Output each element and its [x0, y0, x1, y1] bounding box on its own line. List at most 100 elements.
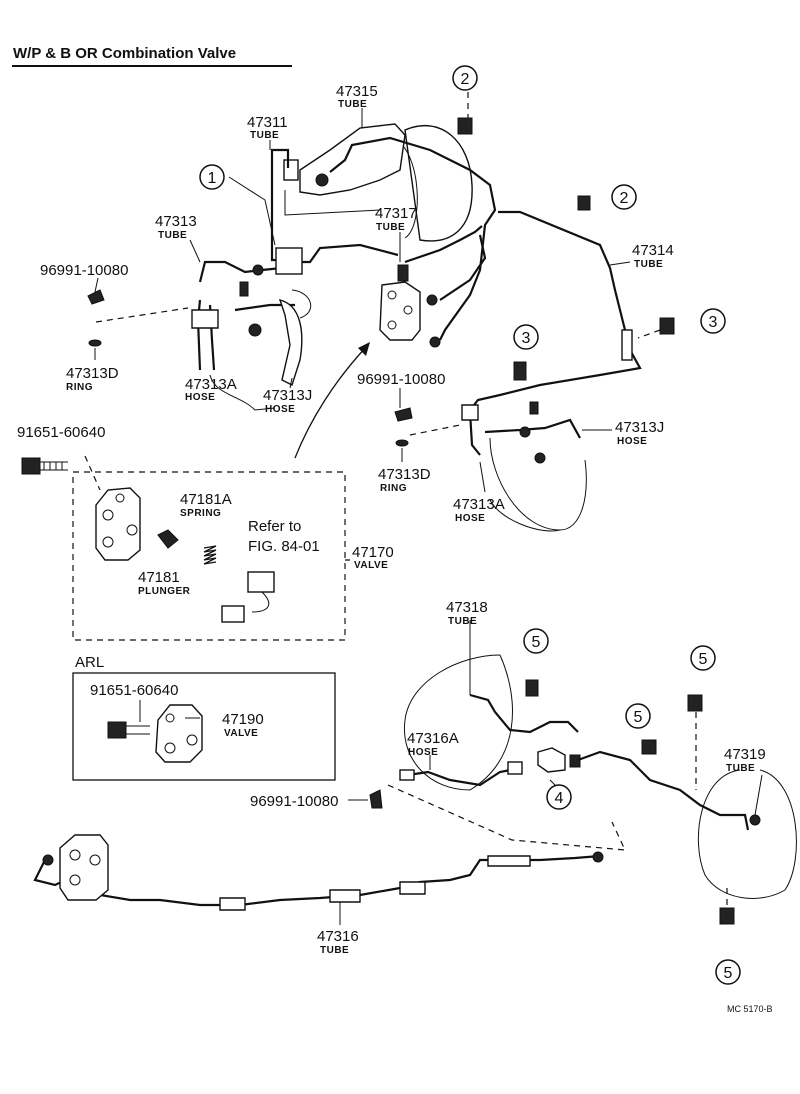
arl-box: [72, 672, 336, 781]
label-47190-num: 47190: [222, 711, 264, 728]
label-47315-desc: TUBE: [338, 99, 367, 110]
label-47313j-a-desc: HOSE: [265, 404, 295, 415]
svg-text:2: 2: [620, 190, 629, 207]
svg-text:5: 5: [699, 651, 708, 668]
plunger-47181: [157, 529, 179, 549]
label-47313d-a-num: 47313D: [66, 365, 119, 382]
label-47317-num: 47317: [375, 205, 417, 222]
label-47313d-a-desc: RING: [66, 382, 93, 393]
tube-47318-path: [469, 693, 579, 734]
label-arl: ARL: [75, 654, 104, 671]
label-47190-desc: VALVE: [224, 728, 258, 739]
ring-47313d-left: [88, 339, 102, 347]
svg-text:1: 1: [208, 170, 217, 187]
clip-96991-right: [394, 407, 413, 422]
label-refer-to: Refer to: [248, 518, 301, 535]
leader-callout-1: [228, 176, 276, 246]
guide-line-left: [95, 307, 189, 323]
rear-drum-right: [697, 769, 797, 899]
svg-text:3: 3: [522, 330, 531, 347]
callout-4: 4: [546, 784, 572, 810]
spring-47181a: [203, 545, 217, 565]
bracket-5-c: [687, 694, 703, 712]
guide-bracket-3-right: [637, 329, 661, 339]
label-47315-num: 47315: [336, 83, 378, 100]
label-47181a-num: 47181A: [180, 491, 232, 508]
guide-lower-dashed: [387, 784, 626, 851]
switch-sensor: [221, 571, 275, 623]
svg-text:2: 2: [461, 71, 470, 88]
label-47313a-a-num: 47313A: [185, 376, 237, 393]
bracket-3-mid: [513, 361, 527, 381]
label-47170-num: 47170: [352, 544, 394, 561]
bolt-91651-upper: [21, 457, 68, 475]
label-47313-desc: TUBE: [158, 230, 187, 241]
label-96991-b: 96991-10080: [357, 371, 445, 388]
guide-line-right: [409, 424, 461, 436]
right-drum: [489, 437, 587, 532]
callout-3-right: 3: [700, 308, 726, 334]
label-47313j-a-num: 47313J: [263, 387, 312, 404]
arrow-to-valve: [294, 344, 369, 459]
label-47314-desc: TUBE: [634, 259, 663, 270]
leader-96991-a: [94, 277, 99, 293]
callout-5-c: 5: [690, 645, 716, 671]
tube-47316-path: [33, 851, 604, 911]
tube-47315-path: [329, 136, 497, 341]
label-47313j-b-desc: HOSE: [617, 436, 647, 447]
bracket-5-d: [719, 907, 735, 925]
diagram-title: W/P & B OR Combination Valve: [13, 45, 236, 62]
combination-valve-upper: [379, 264, 441, 348]
label-refer-fig: FIG. 84-01: [248, 538, 320, 555]
leader-47314: [609, 261, 631, 266]
label-47313a-b-desc: HOSE: [455, 513, 485, 524]
callout-2-right: 2: [611, 184, 637, 210]
master-cylinder: [283, 123, 406, 216]
label-47319-desc: TUBE: [726, 763, 755, 774]
callout-1: 1: [199, 164, 225, 190]
label-91651-a: 91651-60640: [17, 424, 105, 441]
callout-3-mid: 3: [513, 324, 539, 350]
valve-47190-body: [155, 704, 203, 763]
label-96991-c: 96991-10080: [250, 793, 338, 810]
label-47316-num: 47316: [317, 928, 359, 945]
label-47313a-b-num: 47313A: [453, 496, 505, 513]
label-47311-num: 47311: [247, 114, 288, 131]
label-47311-desc: TUBE: [250, 130, 279, 141]
label-47181-num: 47181: [138, 569, 180, 586]
svg-text:5: 5: [634, 709, 643, 726]
clip-96991-left: [87, 289, 105, 305]
label-47314-num: 47314: [632, 242, 674, 259]
label-47313d-b-num: 47313D: [378, 466, 431, 483]
leader-47313: [189, 239, 201, 263]
footer-code: MC 5170-B: [727, 1004, 773, 1014]
label-47318-desc: TUBE: [448, 616, 477, 627]
label-47317-desc: TUBE: [376, 222, 405, 233]
label-47181a-desc: SPRING: [180, 508, 221, 519]
brake-booster: [394, 125, 473, 242]
label-47313d-b-desc: RING: [380, 483, 407, 494]
bracket-5-b: [641, 739, 657, 755]
bracket-5-a: [525, 679, 539, 697]
label-47319-num: 47319: [724, 746, 766, 763]
guide-bolt-upper: [84, 455, 101, 491]
arrow-head: [358, 342, 370, 356]
bracket-3-right: [659, 317, 675, 335]
label-47313a-a-desc: HOSE: [185, 392, 215, 403]
label-47316a-num: 47316A: [407, 730, 459, 747]
label-47318-num: 47318: [446, 599, 488, 616]
bracket-2-right: [577, 195, 591, 211]
combination-valve-body: [95, 487, 141, 561]
label-47181-desc: PLUNGER: [138, 586, 191, 597]
tube-47317-path: [404, 210, 642, 411]
callout-5-b: 5: [625, 703, 651, 729]
tube-47313-path: [198, 234, 487, 301]
callout-5-a: 5: [523, 628, 549, 654]
label-47170-desc: VALVE: [354, 560, 388, 571]
right-hose-assembly: [461, 401, 581, 464]
leader-47313a-j-a: [209, 374, 276, 411]
left-hose-assembly: [191, 247, 312, 386]
clip-96991-lower: [369, 789, 383, 809]
label-47313j-b-num: 47313J: [615, 419, 664, 436]
